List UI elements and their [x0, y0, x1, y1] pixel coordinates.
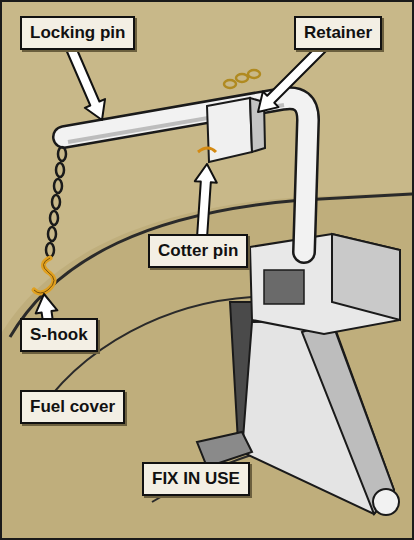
part-label: Cotter pin: [158, 240, 238, 262]
leader-arrow: [195, 164, 217, 238]
leader-arrow: [258, 43, 328, 113]
part-label: Retainer: [304, 22, 372, 44]
part-label: Locking pin: [30, 22, 125, 44]
part-label: S-hook: [30, 324, 88, 346]
label-box: Locking pin: [20, 16, 135, 50]
part-label: Fuel cover: [30, 396, 115, 418]
label-box: Retainer: [294, 16, 382, 50]
label-box: Cotter pin: [148, 234, 248, 268]
label-box: FIX IN USE: [142, 462, 250, 496]
label-box: S-hook: [20, 318, 98, 352]
leader-arrow: [65, 44, 105, 120]
part-label: FIX IN USE: [152, 468, 240, 490]
label-box: Fuel cover: [20, 390, 125, 424]
